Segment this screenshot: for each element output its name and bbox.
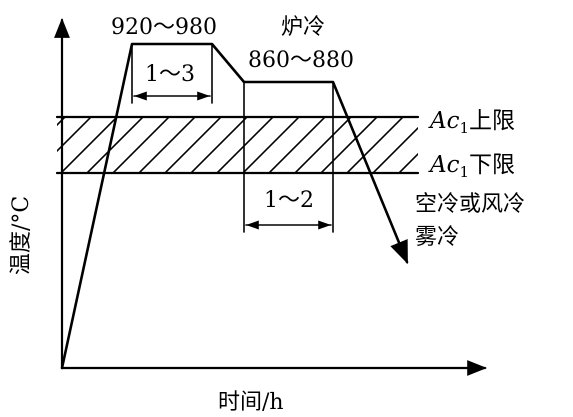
second-hold-temp-label: 860～880 (248, 48, 354, 73)
final-cool-label-line2: 雾冷 (415, 225, 459, 250)
process-curve (60, 42, 409, 370)
x-axis-label: 时间/h (218, 390, 284, 415)
y-axis-label: 温度/°C (9, 196, 34, 275)
first-hold-temp-label: 920～980 (111, 15, 217, 40)
ac1-upper-label: Ac1上限 (428, 108, 515, 137)
final-cool-label-line1: 空冷或风冷 (415, 192, 525, 217)
ac1-lower-label: Ac1下限 (428, 152, 515, 181)
second-hold-time-label: 1～2 (264, 188, 314, 213)
first-hold-time-label: 1～3 (145, 62, 195, 87)
furnace-cool-label: 炉冷 (281, 15, 325, 40)
